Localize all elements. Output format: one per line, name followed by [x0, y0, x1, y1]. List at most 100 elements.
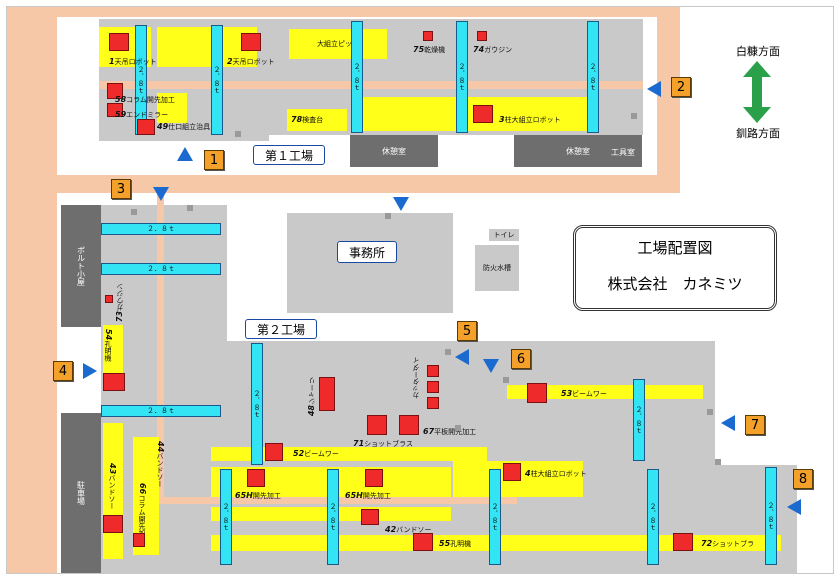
machine-52-name: ビームワー: [304, 450, 339, 458]
entrance-8-arrow-icon: [787, 499, 801, 515]
parking-label: 駐車場: [76, 481, 86, 505]
machine-72-label: 72ショットブラ: [701, 539, 754, 549]
crane-label: ２．８ｔ: [222, 503, 230, 531]
machine-66-name: コラム開先加工: [138, 494, 146, 544]
cutter-marker-1: [427, 365, 439, 377]
factory-1-label-text: 第１工場: [264, 148, 313, 163]
machine-4-marker: [503, 463, 521, 481]
machine-48-name: シャーリ: [308, 377, 316, 405]
machine-42-marker: [361, 509, 379, 525]
zone-f2-a: [103, 325, 123, 385]
machine-59-num: 59: [115, 110, 127, 119]
machine-65b-name: 開先加工: [362, 492, 391, 500]
cutter-label: カッターダイ: [412, 357, 420, 399]
title-box: [573, 225, 777, 311]
machine-73-name: ガウジン: [116, 283, 124, 311]
pillar: [385, 213, 391, 219]
crane-label: ２．８ｔ: [589, 63, 597, 91]
crane-f1-4: ２．８ｔ: [456, 21, 468, 133]
entrance-1: 1: [204, 150, 224, 170]
machine-75-marker: [423, 31, 433, 41]
factory-1-label: 第１工場: [253, 145, 325, 165]
factory-2-east: [501, 367, 715, 463]
crane-f1-2: ２．８ｔ: [211, 25, 223, 135]
machine-66-num: 66: [138, 483, 147, 495]
machine-49-name: 仕口組立治具: [168, 123, 211, 131]
machine-71-marker: [367, 415, 387, 435]
machine-52-num: 52: [293, 449, 305, 458]
machine-4-name: 柱大組立ロボット: [530, 470, 587, 478]
machine-78-name: 検査台: [302, 116, 324, 124]
machine-75-name: 乾燥機: [424, 46, 446, 54]
assembly-pit-label: 大組立ピット: [317, 40, 359, 48]
machine-3-label: 3柱大組立ロボット: [499, 115, 561, 125]
pillar: [631, 113, 637, 119]
machine-74-label: 74ガウジン: [473, 45, 512, 55]
crane-f1-3: ２．８ｔ: [351, 21, 363, 133]
entrance-7: 7: [745, 415, 765, 435]
machine-55-label: 55孔明機: [439, 539, 471, 549]
entrance-4: 4: [53, 361, 73, 381]
break-room-1-label: 休憩室: [382, 146, 406, 156]
machine-66-label: 66コラム開先加工: [137, 483, 147, 543]
machine-48-num: 48: [307, 405, 316, 417]
entrance-2: 2: [671, 77, 691, 97]
machine-53-num: 53: [561, 389, 573, 398]
machine-58-num: 58: [115, 95, 127, 104]
entrance-6-arrow-icon: [483, 359, 499, 373]
crane-label: ２．８ｔ: [147, 225, 175, 233]
zone-f1-d: [157, 93, 187, 123]
office-label: 事務所: [337, 241, 397, 263]
entrance-3: 3: [111, 179, 131, 199]
machine-53-name: ビームワー: [572, 390, 607, 398]
parking: 駐車場: [61, 413, 101, 573]
factory-2-aisle-v: [157, 193, 164, 503]
machine-58-name: コラム開先加工: [126, 96, 175, 104]
zone-f2-h: [507, 385, 703, 399]
direction-north-label: 白糠方面: [723, 43, 793, 59]
entrance-1-arrow-icon: [177, 147, 193, 161]
machine-4-num: 4: [525, 469, 531, 478]
entrance-8-label: 8: [798, 471, 808, 487]
direction-north-text: 白糠方面: [736, 45, 780, 58]
machine-3-marker: [473, 105, 493, 123]
road-top: [7, 7, 657, 17]
machine-55-num: 55: [439, 539, 451, 548]
entrance-5-label: 5: [462, 323, 472, 339]
crane-label: ２．８ｔ: [649, 503, 657, 531]
pillar: [715, 459, 721, 465]
crane-f2-v4: ２．８ｔ: [489, 469, 501, 565]
machine-71-name: ショットブラス: [364, 440, 414, 448]
machine-2-marker: [241, 33, 261, 51]
machine-55-name: 孔明機: [450, 540, 472, 548]
machine-65a-label: 65H開先加工: [235, 491, 281, 501]
entrance-7-label: 7: [750, 417, 760, 433]
machine-73-label: 73ガウジン: [115, 283, 125, 322]
machine-44-name: バンドソー: [156, 452, 164, 488]
machine-43-label: 43バンドソー: [107, 463, 117, 509]
crane-label: ２．８ｔ: [353, 63, 361, 91]
machine-1-num: 1: [109, 57, 115, 66]
map-title: 工場配置図: [573, 233, 777, 261]
machine-42-label: 42バンドソー: [385, 525, 432, 535]
crane-label: ２．８ｔ: [253, 390, 261, 418]
machine-2-num: 2: [227, 57, 233, 66]
machine-75-num: 75: [413, 45, 425, 54]
machine-44-label: 44バンドソー: [155, 441, 165, 487]
machine-71-num: 71: [353, 439, 365, 448]
machine-65a-name: 開先加工: [252, 492, 281, 500]
crane-f2-v6: ２．８ｔ: [647, 469, 659, 565]
machine-67-label: 67平板開先加工: [423, 427, 476, 437]
company-name-text: 株式会社 カネミツ: [607, 274, 743, 293]
pillar: [187, 205, 193, 211]
entrance-6: 6: [511, 349, 531, 369]
entrance-2-arrow-icon: [647, 81, 661, 97]
toilet-label: トイレ: [493, 231, 515, 239]
entrance-3-label: 3: [116, 181, 126, 197]
office-arrow-icon: [393, 197, 409, 211]
machine-58-label: 58コラム開先加工: [115, 95, 175, 105]
office-label-text: 事務所: [348, 245, 385, 260]
break-room-1: 休憩室: [350, 135, 438, 167]
machine-4-label: 4柱大組立ロボット: [525, 469, 587, 479]
machine-52-marker: [265, 443, 283, 461]
